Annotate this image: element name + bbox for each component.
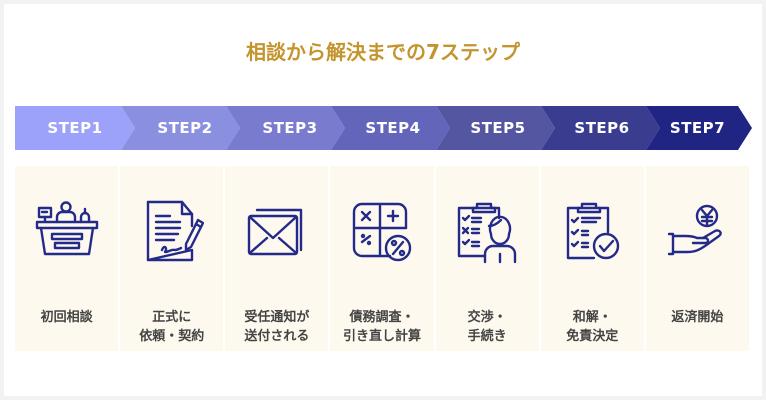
step-2-card: 正式に 依頼・契約: [120, 166, 224, 351]
step-7-card: 返済開始: [645, 166, 749, 351]
step-3-label: STEP3: [262, 119, 318, 137]
step-6-label: STEP6: [574, 119, 630, 137]
step-5-chevron: [436, 106, 555, 150]
step-5-label: STEP5: [470, 119, 526, 137]
step-5-card: 交渉・ 手続き: [435, 166, 539, 351]
step-7-label: STEP7: [669, 119, 726, 137]
step-cards: 初回相談 正式に 依頼・契約 受任通知が 送付される 債務調査・ 引き直し計算: [15, 166, 749, 351]
step-7-text: 返済開始: [671, 310, 724, 325]
consultation-desk-icon: [35, 201, 98, 256]
step-7-chevron: [646, 106, 752, 150]
step-chevrons: [15, 106, 752, 150]
step-4-label: STEP4: [365, 119, 421, 137]
envelope-icon: [247, 208, 303, 256]
calculator-icon: [352, 202, 412, 262]
step-2-chevron: [121, 106, 240, 150]
step-6-chevron: [541, 106, 660, 150]
step-1-text: 初回相談: [40, 310, 93, 325]
step-progress-bar: STEP1 STEP2 STEP3 STEP4 STEP5 STEP6 STEP…: [15, 106, 752, 150]
yen-hand-icon: [668, 204, 723, 256]
step-6-text: 和解・ 免責決定: [566, 310, 619, 344]
step-2-text: 正式に 依頼・契約: [139, 310, 205, 344]
step-2-label: STEP2: [157, 119, 213, 137]
step-6-card: 和解・ 免責決定: [540, 166, 644, 351]
checklist-approved-icon: [567, 202, 620, 260]
step-4-chevron: [331, 106, 450, 150]
step-1-card: 初回相談: [15, 166, 119, 351]
step-1-chevron: [15, 106, 135, 150]
document-signing-icon: [146, 200, 204, 262]
step-3-card: 受任通知が 送付される: [225, 166, 329, 351]
step-3-text: 受任通知が 送付される: [244, 310, 310, 344]
step-4-text: 債務調査・ 引き直し計算: [342, 310, 421, 344]
step-3-chevron: [226, 106, 345, 150]
step-5-text: 交渉・ 手続き: [467, 310, 507, 344]
page-title: 相談から解決までの7ステップ: [246, 40, 520, 64]
checklist-person-icon: [457, 202, 517, 264]
step-4-card: 債務調査・ 引き直し計算: [330, 166, 434, 351]
step-1-label: STEP1: [47, 119, 103, 137]
